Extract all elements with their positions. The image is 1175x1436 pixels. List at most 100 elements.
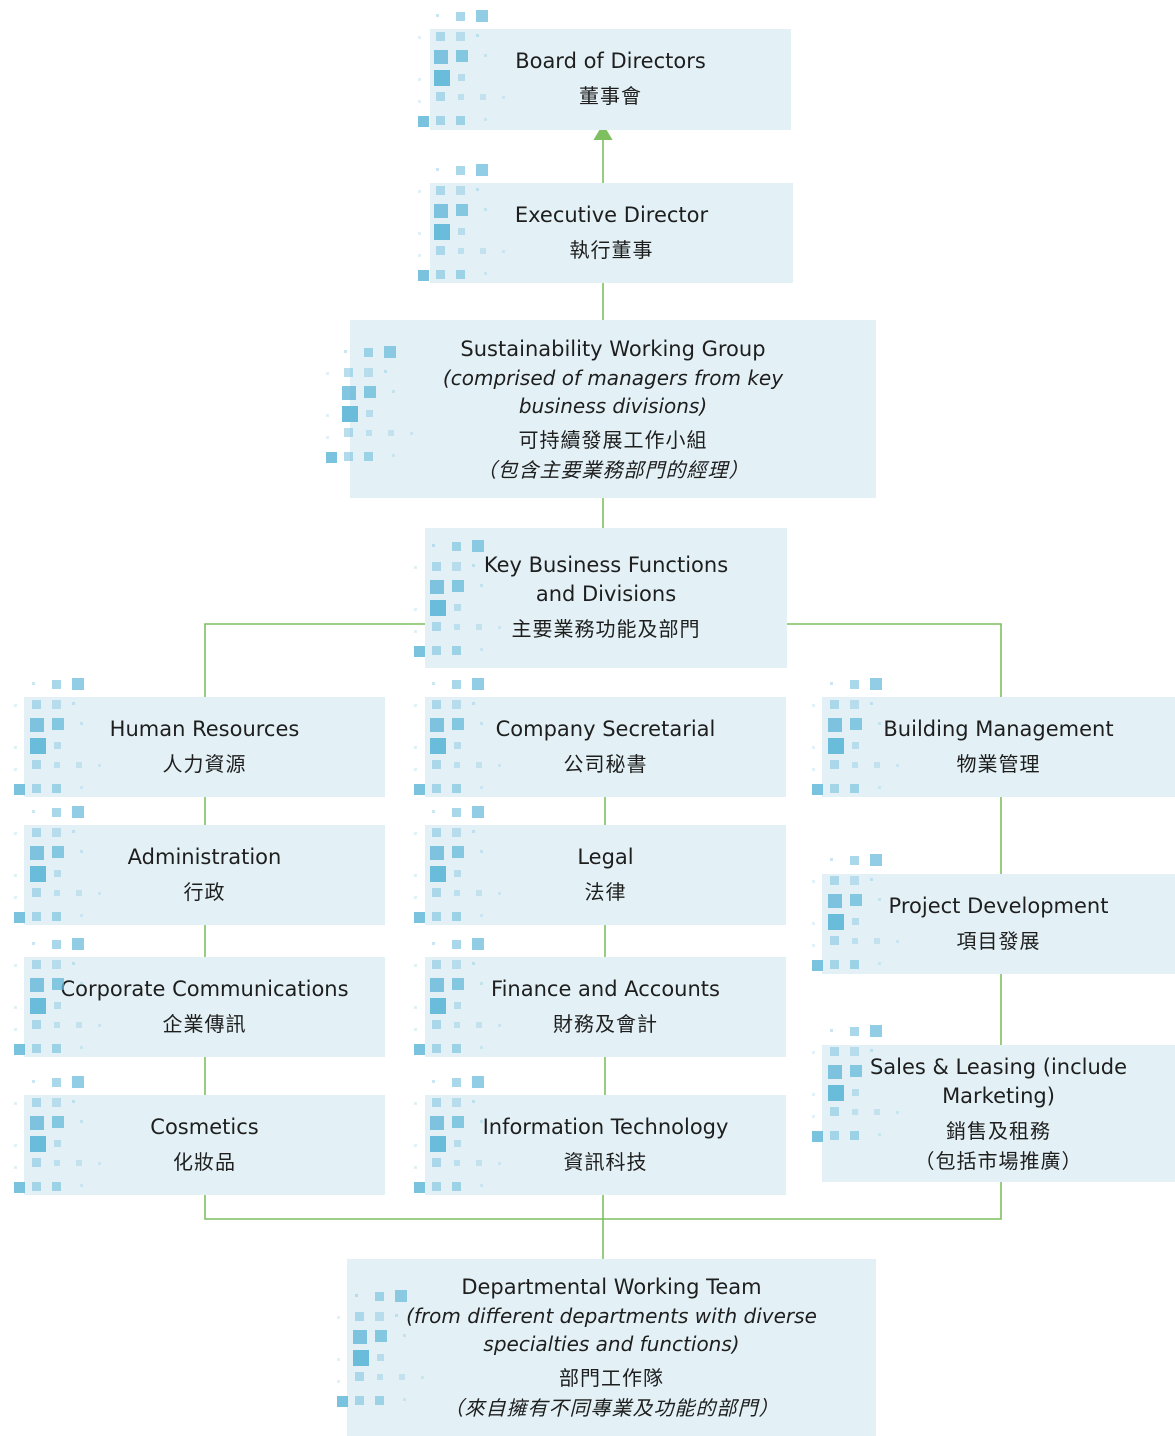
pixel-square	[32, 1098, 41, 1107]
pixel-square	[32, 1158, 41, 1167]
pixel-square	[850, 1027, 859, 1036]
pixel-square	[32, 810, 35, 813]
pixel-square	[436, 32, 445, 41]
pixel-square	[812, 1093, 815, 1096]
pixel-square	[337, 1358, 340, 1361]
pixel-square	[432, 784, 441, 793]
pixel-square	[850, 718, 862, 730]
pixel-square	[870, 878, 873, 881]
pixel-square	[830, 876, 839, 885]
pixel-square	[874, 1109, 880, 1115]
pixel-square	[452, 1182, 461, 1191]
pixel-square	[414, 874, 417, 877]
pixel-square	[452, 718, 464, 730]
pixel-square	[870, 1025, 882, 1037]
pixel-square	[14, 1166, 17, 1169]
pixel-square	[76, 762, 82, 768]
pixel-square	[476, 10, 488, 22]
pixel-square	[355, 1396, 364, 1405]
pixel-square	[432, 1044, 441, 1053]
pixel-square	[812, 960, 823, 971]
pixel-square	[30, 738, 46, 754]
pixel-square	[414, 608, 417, 611]
pixel-square	[472, 962, 475, 965]
pixel-square	[375, 1312, 384, 1321]
pixel-square	[830, 760, 839, 769]
pixel-square	[418, 78, 421, 81]
pixel-decoration	[10, 938, 120, 1058]
pixel-square	[414, 1144, 417, 1147]
pixel-square	[502, 250, 505, 253]
pixel-square	[452, 580, 464, 592]
pixel-square	[432, 544, 435, 547]
pixel-square	[30, 1116, 44, 1130]
pixel-square	[432, 1158, 441, 1167]
pixel-square	[436, 92, 445, 101]
kbf-zh-label: 主要業務功能及部門	[511, 617, 701, 641]
pixel-square	[830, 1107, 839, 1116]
cosmetics-zh-label: 化妝品	[173, 1149, 236, 1174]
pixel-square	[414, 1028, 417, 1031]
pixel-square	[30, 846, 44, 860]
pixel-square	[850, 856, 859, 865]
pixel-square	[454, 624, 460, 630]
pixel-square	[436, 14, 439, 17]
pixel-square	[418, 232, 421, 235]
pixel-square	[32, 888, 41, 897]
pixel-square	[850, 680, 859, 689]
pixel-square	[414, 1044, 425, 1055]
pixel-square	[830, 1131, 839, 1140]
pixel-square	[850, 876, 859, 885]
pixel-square	[418, 100, 421, 103]
pixel-square	[414, 566, 417, 569]
pixel-square	[395, 1290, 407, 1302]
pixel-square	[52, 912, 61, 921]
dwt-en-label: Departmental Working Team	[461, 1275, 762, 1299]
pixel-square	[72, 962, 75, 965]
pixel-square	[498, 1162, 501, 1165]
pixel-square	[414, 768, 417, 771]
pixel-square	[480, 94, 486, 100]
project-development-box: Project Development 項目發展	[822, 874, 1175, 974]
pixel-square	[326, 372, 329, 375]
pixel-square	[52, 940, 61, 949]
pixel-square	[480, 1046, 483, 1049]
pixel-square	[452, 646, 461, 655]
pixel-square	[434, 204, 448, 218]
pixel-square	[454, 870, 461, 877]
dwt-zh-label: 部門工作隊	[559, 1366, 664, 1390]
pixel-square	[480, 722, 483, 725]
pixel-square	[14, 1102, 17, 1105]
project-zh-label: 項目發展	[956, 928, 1041, 953]
pixel-square	[852, 762, 858, 768]
swg-en-sub1: (comprised of managers from key	[442, 365, 784, 390]
pixel-square	[30, 866, 46, 882]
it-zh-label: 資訊科技	[563, 1149, 648, 1174]
pixel-square	[14, 874, 17, 877]
pixel-square	[366, 410, 373, 417]
admin-en-label: Administration	[127, 844, 282, 869]
pixel-square	[98, 764, 101, 767]
dwt-zh-sub: （來自擁有不同專業及功能的部門）	[443, 1396, 780, 1420]
pixel-square	[80, 982, 83, 985]
pixel-square	[414, 964, 417, 967]
pixel-square	[377, 1354, 384, 1361]
board-zh-label: 董事會	[579, 84, 642, 108]
pixel-square	[353, 1350, 369, 1366]
hr-zh-label: 人力資源	[162, 751, 247, 776]
executive-director-box: Executive Director 執行董事	[430, 183, 793, 283]
pixel-square	[414, 1006, 417, 1009]
pixel-square	[896, 1111, 899, 1114]
pixel-square	[452, 700, 461, 709]
pixel-square	[850, 1065, 862, 1077]
pixel-square	[456, 12, 465, 21]
pixel-square	[870, 678, 882, 690]
board-of-directors-box: Board of Directors 董事會	[430, 29, 791, 130]
pixel-decoration	[10, 678, 120, 798]
pixel-square	[54, 1140, 61, 1147]
pixel-decoration	[414, 10, 524, 130]
pixel-square	[72, 938, 84, 950]
pixel-square	[434, 70, 450, 86]
pixel-square	[430, 1116, 444, 1130]
pixel-square	[432, 562, 441, 571]
